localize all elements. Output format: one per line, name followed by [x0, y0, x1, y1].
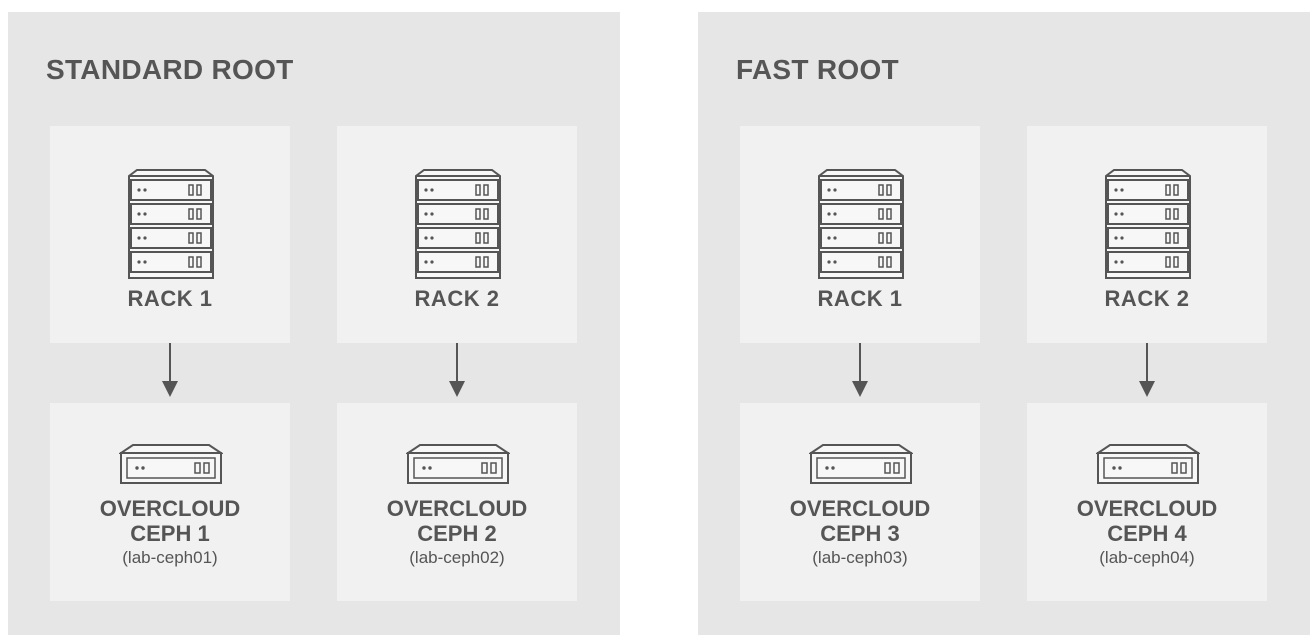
server-node-icon — [119, 444, 223, 484]
node-title-line2: CEPH 2 — [417, 521, 497, 546]
node-hostname: (lab-ceph02) — [409, 548, 505, 567]
root-title: FAST ROOT — [736, 54, 899, 85]
server-rack-icon — [128, 169, 214, 279]
rack-label: RACK 1 — [127, 286, 213, 311]
server-node-icon — [809, 444, 913, 484]
server-rack-icon — [818, 169, 904, 279]
node-title: OVERCLOUD CEPH 3 — [740, 496, 980, 546]
root-title: STANDARD ROOT — [46, 54, 294, 85]
fast-root-panel: FAST ROOT RACK 1 RACK 2 OVERCLOUD CEPH 3… — [698, 12, 1310, 635]
node-title-line1: OVERCLOUD — [386, 496, 528, 521]
node-title: OVERCLOUD CEPH 1 — [50, 496, 290, 546]
node-title-line2: CEPH 1 — [130, 521, 210, 546]
arrow-down-icon — [449, 343, 465, 397]
node-title-line1: OVERCLOUD — [789, 496, 931, 521]
rack-box: RACK 1 — [50, 126, 290, 343]
server-rack-icon — [1105, 169, 1191, 279]
rack-box: RACK 2 — [337, 126, 577, 343]
rack-label: RACK 2 — [1104, 286, 1190, 311]
node-box: OVERCLOUD CEPH 4 (lab-ceph04) — [1027, 403, 1267, 601]
node-title: OVERCLOUD CEPH 2 — [337, 496, 577, 546]
node-box: OVERCLOUD CEPH 1 (lab-ceph01) — [50, 403, 290, 601]
server-node-icon — [406, 444, 510, 484]
node-box: OVERCLOUD CEPH 3 (lab-ceph03) — [740, 403, 980, 601]
standard-root-panel: STANDARD ROOT RACK 1 RACK 2 OVERCLOUD CE… — [8, 12, 620, 635]
node-title-line1: OVERCLOUD — [1076, 496, 1218, 521]
server-rack-icon — [415, 169, 501, 279]
arrow-down-icon — [162, 343, 178, 397]
node-hostname: (lab-ceph03) — [812, 548, 908, 567]
node-title: OVERCLOUD CEPH 4 — [1027, 496, 1267, 546]
node-box: OVERCLOUD CEPH 2 (lab-ceph02) — [337, 403, 577, 601]
rack-label: RACK 1 — [817, 286, 903, 311]
server-node-icon — [1096, 444, 1200, 484]
node-hostname: (lab-ceph04) — [1099, 548, 1195, 567]
rack-label: RACK 2 — [414, 286, 500, 311]
rack-box: RACK 1 — [740, 126, 980, 343]
node-title-line1: OVERCLOUD — [99, 496, 241, 521]
node-title-line2: CEPH 4 — [1107, 521, 1187, 546]
node-title-line2: CEPH 3 — [820, 521, 900, 546]
node-hostname: (lab-ceph01) — [122, 548, 218, 567]
rack-box: RACK 2 — [1027, 126, 1267, 343]
arrow-down-icon — [1139, 343, 1155, 397]
arrow-down-icon — [852, 343, 868, 397]
